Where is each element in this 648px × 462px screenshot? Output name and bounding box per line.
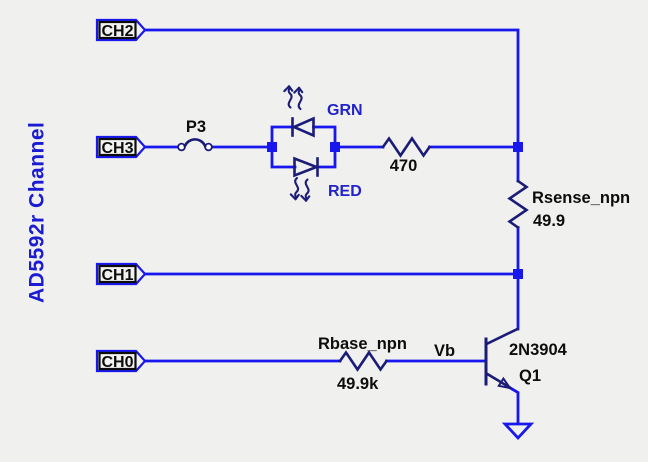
resistor-value-label[interactable]: 49.9 — [533, 212, 565, 230]
port-ch3[interactable]: CH3 — [95, 135, 147, 159]
port-label-box — [98, 20, 137, 40]
schematic-title: AD5592r Channel — [26, 122, 49, 303]
port-label: CH0 — [101, 354, 133, 371]
jumper-p3[interactable]: P3 — [177, 118, 213, 152]
resistor-value-label[interactable]: 470 — [390, 157, 418, 175]
jumper-ref-label[interactable]: P3 — [186, 118, 206, 136]
led-green-label[interactable]: GRN — [327, 102, 363, 119]
transistor-emitter — [484, 371, 511, 389]
transistor-collector — [484, 327, 520, 346]
led-triangle — [293, 156, 321, 178]
led-green[interactable]: GRN — [283, 85, 363, 138]
led-red[interactable]: RED — [289, 156, 362, 202]
resistor-value-label[interactable]: 49.9k — [337, 375, 379, 393]
led-triangle — [290, 116, 315, 138]
resistor-zigzag — [507, 179, 529, 230]
transistor-q1[interactable]: 2N3904 Q1 — [484, 327, 568, 390]
resistor-rsense[interactable]: Rsense_npn 49.9 — [507, 179, 631, 230]
resistor-zigzag — [381, 136, 432, 158]
port-flag-shape — [95, 262, 147, 286]
port-ch1[interactable]: CH1 — [95, 262, 147, 286]
wire-ch2-net[interactable] — [143, 28, 520, 145]
port-flag-shape — [95, 18, 147, 42]
port-ch0[interactable]: CH0 — [95, 349, 147, 373]
junction-dot — [267, 142, 277, 152]
transistor-ref-label[interactable]: Q1 — [519, 367, 541, 385]
jumper-arc — [183, 138, 207, 148]
led-light-arrows — [289, 176, 311, 202]
transistor-part-label[interactable]: 2N3904 — [509, 341, 568, 359]
jumper-pin — [204, 142, 213, 152]
jumper-pin — [177, 142, 186, 152]
resistor-470[interactable]: 470 — [381, 136, 432, 176]
port-label-box — [98, 137, 137, 157]
resistor-rbase[interactable]: Rbase_npn 49.9k — [318, 335, 407, 393]
junction-dot — [513, 269, 523, 279]
transistor-emitter-arrow — [497, 376, 513, 390]
port-label: CH3 — [101, 140, 133, 157]
resistor-zigzag — [338, 350, 389, 372]
wire-emitter-to-ground[interactable] — [507, 385, 520, 425]
ground-symbol[interactable] — [501, 422, 535, 441]
port-label: CH1 — [101, 267, 133, 284]
port-ch2[interactable]: CH2 — [95, 18, 147, 42]
net-label-vb[interactable]: Vb — [434, 342, 455, 360]
port-flag-shape — [95, 349, 147, 373]
port-label-box — [98, 264, 137, 284]
led-light-arrows — [283, 85, 304, 111]
junction-dot — [330, 142, 340, 152]
resistor-name-label[interactable]: Rbase_npn — [318, 335, 407, 353]
port-label: CH2 — [101, 23, 133, 40]
resistor-name-label[interactable]: Rsense_npn — [532, 189, 630, 207]
port-flag-shape — [95, 135, 147, 159]
port-label-box — [98, 351, 137, 371]
junction-dot — [513, 142, 523, 152]
led-red-label[interactable]: RED — [328, 183, 362, 200]
